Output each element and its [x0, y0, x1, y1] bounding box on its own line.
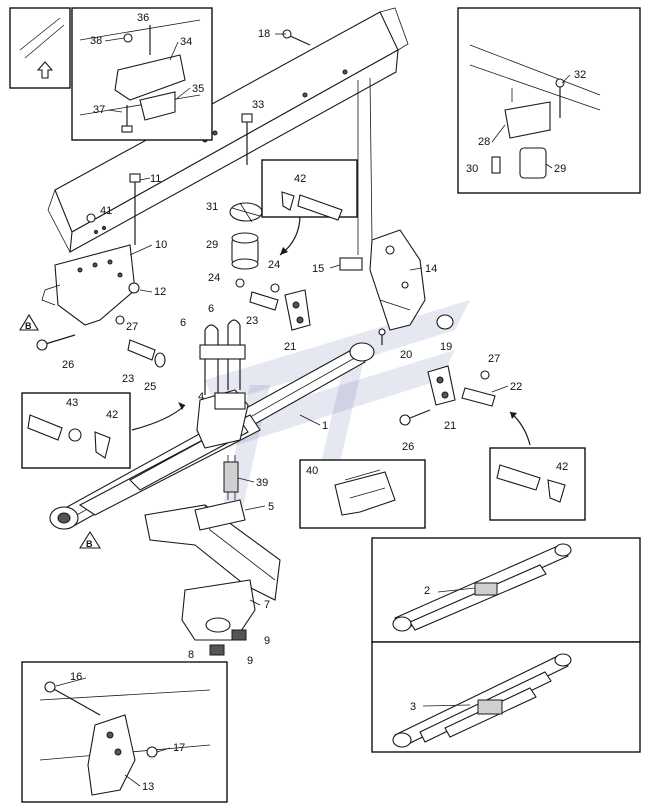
- front-hanger: [41, 244, 136, 326]
- callout-label: 41: [100, 205, 112, 217]
- spring-clamp: [214, 392, 246, 410]
- inset-hanger-13: [21, 661, 228, 803]
- clip-bracket: [339, 257, 363, 271]
- callout-label: 29: [206, 239, 218, 251]
- callout-label: 21: [444, 420, 456, 432]
- callout-label: 24: [268, 259, 280, 271]
- callout-label: 25: [144, 381, 156, 393]
- callout-label: 9: [264, 635, 270, 647]
- frame-rail: [47, 7, 409, 253]
- callout-label: 32: [574, 69, 586, 81]
- callout-label: 38: [90, 35, 102, 47]
- indicator-arrows: [131, 214, 531, 446]
- bump-stop: [229, 202, 263, 270]
- inset-bushing-right: [489, 447, 586, 521]
- callout-label: 3: [410, 701, 416, 713]
- callout-label: 27: [126, 321, 138, 333]
- callout-label: 17: [173, 742, 185, 754]
- callout-label: 26: [62, 359, 74, 371]
- callout-labels: 1 2 3 4 5 6 6 7 8 9 9 10 11 12 13 14 15 …: [62, 12, 586, 793]
- marker-letter: B: [25, 321, 32, 331]
- callout-label: 28: [478, 136, 490, 148]
- callout-label: 13: [142, 781, 154, 793]
- callout-label: 22: [510, 381, 522, 393]
- callout-label: 9: [247, 655, 253, 667]
- shackle-rear: [427, 365, 456, 406]
- marker-b-bottom: B: [79, 530, 101, 549]
- shackle-front: [284, 289, 311, 331]
- inset-leaf-spring-3: [371, 641, 641, 753]
- callout-label: 23: [246, 315, 258, 327]
- callout-label: 30: [466, 163, 478, 175]
- callout-label: 15: [312, 263, 324, 275]
- callout-label: 1: [322, 420, 328, 432]
- bushings: [127, 291, 496, 407]
- callout-label: 39: [256, 477, 268, 489]
- callout-label: 27: [488, 353, 500, 365]
- callout-label: 12: [154, 286, 166, 298]
- spring-plate: [181, 579, 256, 656]
- callout-label: 19: [440, 341, 452, 353]
- callout-label: 40: [306, 465, 318, 477]
- callout-label: 10: [155, 239, 167, 251]
- callout-label: 2: [424, 585, 430, 597]
- callout-label: 21: [284, 341, 296, 353]
- callout-label: 35: [192, 83, 204, 95]
- inset-bumpstop: [457, 7, 641, 194]
- inset-bushing-left: [21, 392, 131, 469]
- callout-label: 42: [556, 461, 568, 473]
- inset-bracket-40: [299, 459, 426, 529]
- callout-label: 26: [402, 441, 414, 453]
- bolts: [36, 29, 431, 426]
- callout-label: 33: [252, 99, 264, 111]
- callout-label: 36: [137, 12, 149, 24]
- inset-direction: [9, 7, 71, 89]
- callout-label: 23: [122, 373, 134, 385]
- callout-label: 6: [208, 303, 214, 315]
- inset-bushing-mid: [261, 159, 358, 221]
- callout-label: 20: [400, 349, 412, 361]
- callout-label: 6: [180, 317, 186, 329]
- callout-label: 43: [66, 397, 78, 409]
- callout-label: 42: [294, 173, 306, 185]
- callout-label: 7: [264, 599, 270, 611]
- callout-label: 29: [554, 163, 566, 175]
- callout-label: 31: [206, 201, 218, 213]
- callout-label: 37: [93, 104, 105, 116]
- leader-lines: [55, 33, 571, 787]
- callout-label: 24: [208, 272, 220, 284]
- inset-leaf-spring-2: [371, 537, 641, 643]
- axle-seat: [194, 389, 249, 531]
- callout-label: 4: [198, 391, 204, 403]
- callout-label: 5: [268, 501, 274, 513]
- callout-label: 8: [188, 649, 194, 661]
- rear-hanger: [369, 229, 426, 331]
- callout-label: 14: [425, 263, 437, 275]
- callout-label: 42: [106, 409, 118, 421]
- callout-label: 34: [180, 36, 192, 48]
- callout-label: 18: [258, 28, 270, 40]
- u-bolts: [199, 319, 246, 395]
- marker-b-top: B: [19, 313, 39, 331]
- marker-letter: B: [86, 539, 93, 549]
- grease-fittings: [86, 213, 490, 380]
- callout-label: 16: [70, 671, 82, 683]
- inset-bracket: [71, 7, 213, 141]
- callout-label: 11: [150, 173, 161, 185]
